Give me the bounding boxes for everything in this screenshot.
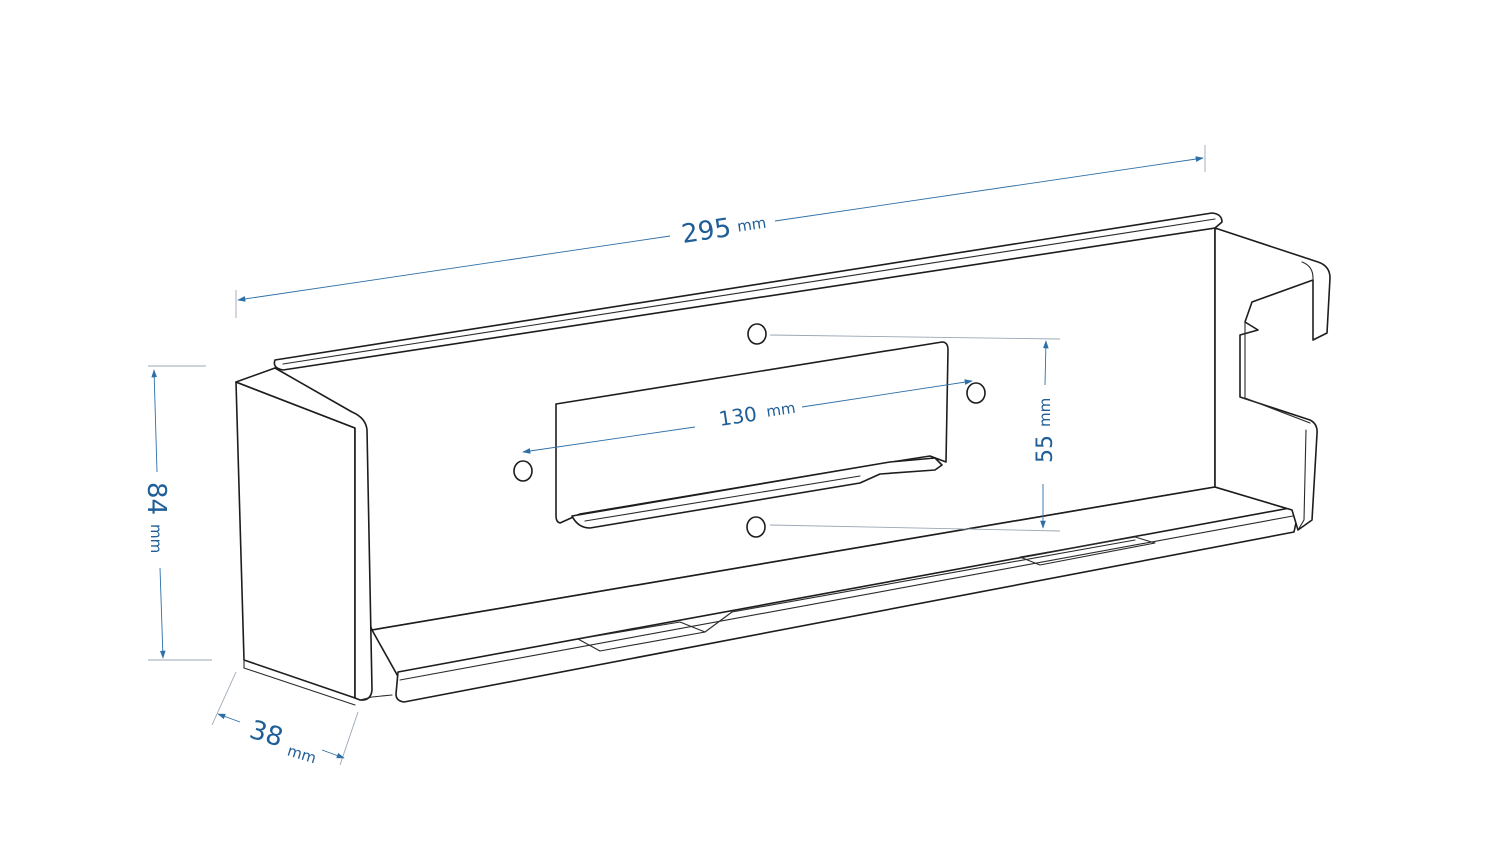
height-value: 84 (141, 482, 171, 515)
dimension-hole-horizontal: 130 mm (522, 379, 973, 454)
mounting-hole-right (966, 382, 986, 404)
lip-notch-right (1019, 536, 1156, 566)
depth-unit: mm (285, 742, 318, 768)
dimension-height: 84 mm (141, 365, 212, 661)
hole-horizontal-unit: mm (765, 399, 797, 421)
mounting-hole-top (747, 323, 767, 345)
hole-horizontal-value: 130 (717, 402, 758, 431)
dimension-length: 295 mm (235, 145, 1206, 318)
right-end-wall (1214, 227, 1331, 531)
left-end-wall (235, 381, 356, 699)
cutout-window (555, 341, 949, 524)
length-value: 295 (680, 213, 734, 250)
mounting-hole-bottom (746, 516, 766, 538)
hole-vertical-unit: mm (1036, 398, 1054, 427)
depth-value: 38 (246, 715, 286, 753)
height-unit: mm (147, 524, 165, 553)
bracket-body (235, 212, 1331, 706)
mounting-hole-left (513, 460, 533, 482)
dimension-hole-vertical: 55 mm (769, 334, 1061, 532)
hole-vertical-value: 55 (1033, 435, 1058, 463)
length-unit: mm (736, 214, 768, 236)
